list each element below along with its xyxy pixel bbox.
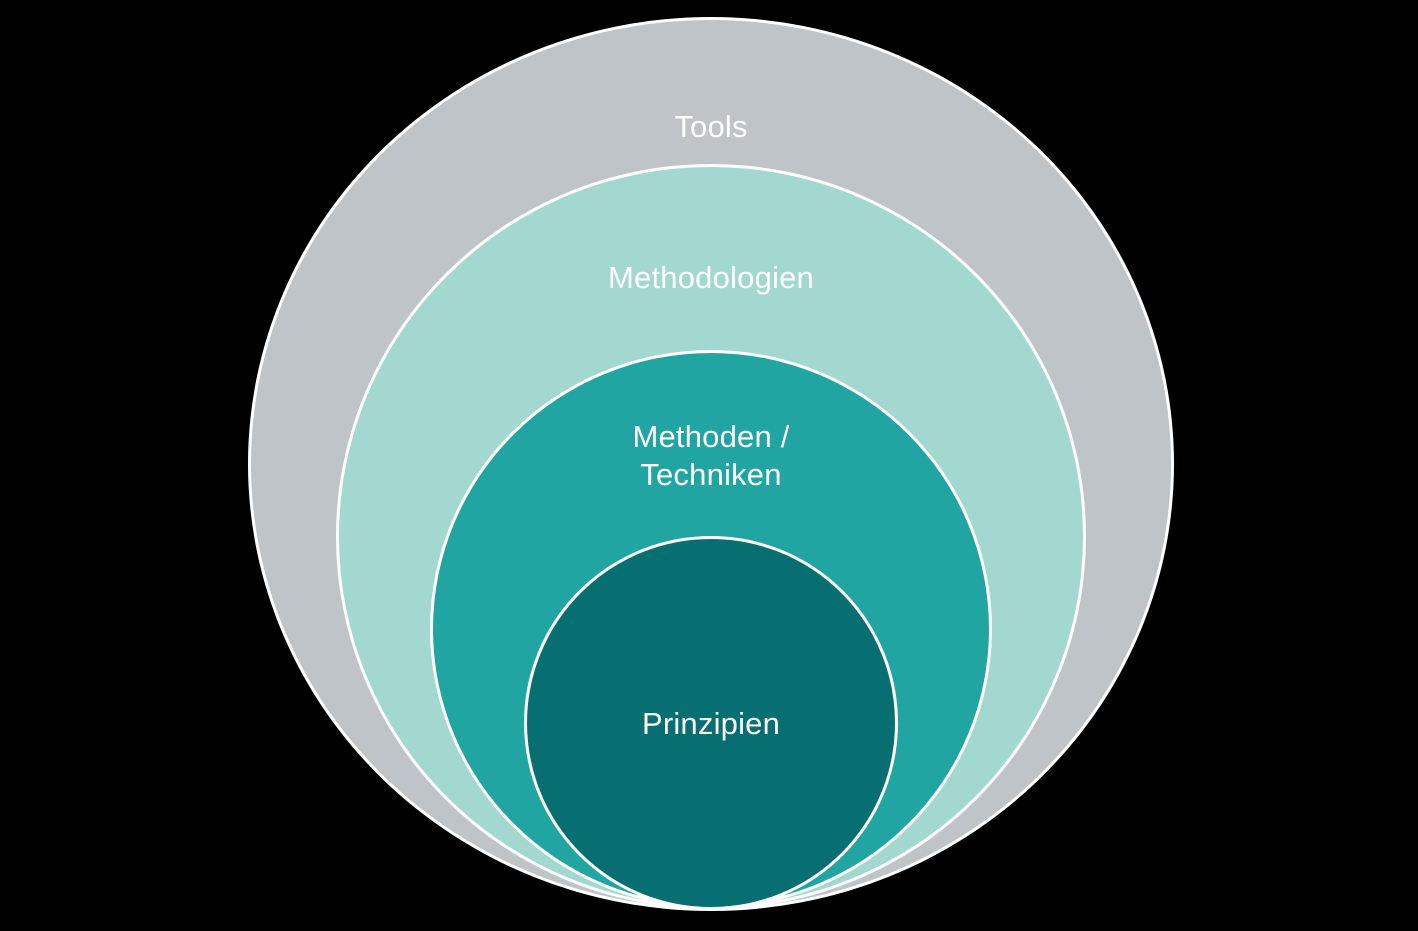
circle-prinzipien: [524, 536, 898, 910]
label-methoden-techniken: Methoden / Techniken: [632, 418, 789, 494]
label-methodologien: Methodologien: [608, 260, 814, 295]
label-methoden-line-2: Techniken: [640, 457, 782, 492]
label-tools: Tools: [674, 109, 748, 144]
label-methoden-line-1: Methoden /: [632, 419, 790, 454]
label-prinzipien: Prinzipien: [641, 706, 781, 741]
